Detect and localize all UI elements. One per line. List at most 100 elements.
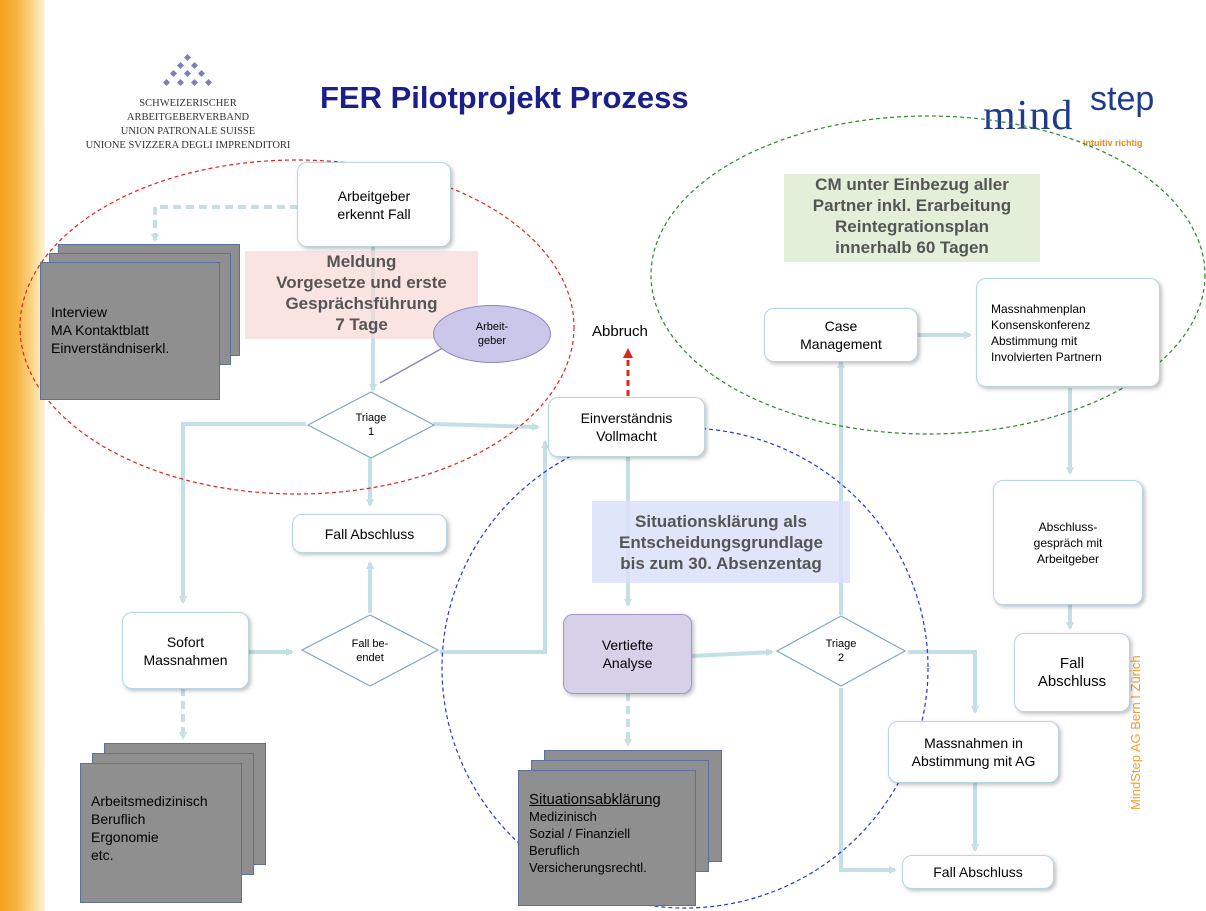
edge-fallbeendet-to-einverstaendnis xyxy=(440,440,549,654)
doc-situation-line4: Versicherungsrechtl. xyxy=(529,860,647,875)
note-situation: Situationsklärung als Entscheidungsgrund… xyxy=(592,501,850,583)
brand-word-mind: mind xyxy=(983,93,1074,139)
note-cm: CM unter Einbezug aller Partner inkl. Er… xyxy=(784,174,1040,262)
node-triage-2[interactable]: Triage 2 xyxy=(775,614,907,688)
node-fall-abschluss-3[interactable]: Fall Abschluss xyxy=(902,855,1054,889)
mindstep-logo: mind step intuitiv richtig xyxy=(975,80,1185,150)
doc-situation-line1: Medizinisch xyxy=(529,809,597,824)
node-fall-beendet-line1: Fall be- xyxy=(351,637,389,650)
doc-situation-line3: Beruflich xyxy=(529,843,580,858)
node-fall-abschluss-1[interactable]: Fall Abschluss xyxy=(292,514,447,553)
node-einverstaendnis-line2: Vollmacht xyxy=(596,428,657,444)
doc-interview-front: Interview MA Kontaktblatt Einverständnis… xyxy=(40,262,220,400)
arbeitgeber-callout-bubble: Arbeit- geber xyxy=(433,305,551,363)
node-triage-2-line1: Triage xyxy=(825,638,857,650)
edge-triage1-to-einverstaendnis xyxy=(432,422,540,431)
doc-situation-line2: Sozial / Finanziell xyxy=(529,826,631,841)
edge-triage2-to-massnahmenag xyxy=(908,650,979,714)
doc-interview-line1: Interview xyxy=(51,304,108,320)
doc-arbeitsmed-stack[interactable]: Arbeitsmedizinisch Beruflich Ergonomie e… xyxy=(80,743,270,911)
doc-situationsabklaerung-stack[interactable]: Situationsabklärung Medizinisch Sozial /… xyxy=(518,750,728,910)
edge-arbeitgeber-to-interview xyxy=(151,205,298,242)
fall-beendet-diamond-shape xyxy=(300,614,440,687)
edge-triage2-to-fallabschluss3 xyxy=(839,688,897,874)
node-arbeitgeber-line2: erkennt Fall xyxy=(337,205,411,222)
doc-interview-line3: Einverständniserkl. xyxy=(51,340,170,356)
bubble-line2: geber xyxy=(477,335,507,347)
note-cm-line3: Reintegrationsplan xyxy=(835,217,989,236)
doc-arbeitsmed-line3: Ergonomie xyxy=(91,829,159,845)
note-cm-line2: Partner inkl. Erarbeitung xyxy=(812,196,1012,215)
node-triage-2-line2: 2 xyxy=(837,652,845,664)
phase1-ellipse xyxy=(19,159,575,495)
node-fall-abschluss-2-line2: Abschluss xyxy=(1037,672,1107,690)
node-arbeitgeber[interactable]: Arbeitgeber erkennt Fall xyxy=(297,162,451,247)
node-einverstaendnis-line1: Einverständnis xyxy=(580,410,673,426)
node-vertiefte-analyse[interactable]: Vertiefte Analyse xyxy=(563,614,692,694)
node-vertiefte-line1: Vertiefte xyxy=(601,637,654,653)
node-sofort-line1: Sofort xyxy=(166,633,205,650)
node-triage-1-line1: Triage xyxy=(355,412,387,424)
note-meldung-line1: Meldung xyxy=(326,252,397,271)
doc-interview-stack[interactable]: Interview MA Kontaktblatt Einverständnis… xyxy=(40,244,245,404)
node-abschlussgespraech-line3: Arbeitgeber xyxy=(1036,551,1100,566)
edge-triage1-to-sofort xyxy=(179,422,306,604)
orange-side-bar xyxy=(0,0,45,911)
doc-interview-line2: MA Kontaktblatt xyxy=(51,322,150,338)
node-triage-1-line2: 1 xyxy=(367,426,375,438)
node-massnahmen-ag-line1: Massnahmen in xyxy=(924,735,1023,751)
node-fall-beendet[interactable]: Fall be- endet xyxy=(300,613,440,688)
node-vertiefte-line2: Analyse xyxy=(602,655,653,671)
note-situation-line1: Situationsklärung als xyxy=(635,512,807,531)
node-fall-abschluss-2-line1: Fall xyxy=(1059,654,1085,672)
doc-arbeitsmed-line1: Arbeitsmedizinisch xyxy=(91,793,208,809)
node-triage-1[interactable]: Triage 1 xyxy=(306,390,436,460)
node-massnahmen-ag-line2: Abstimmung mit AG xyxy=(911,753,1036,769)
doc-arbeitsmed-front: Arbeitsmedizinisch Beruflich Ergonomie e… xyxy=(80,763,242,903)
node-case-mgmt-line2: Management xyxy=(800,336,882,352)
node-abschlussgespraech-line2: gespräch mit xyxy=(1033,535,1103,550)
note-cm-line1: CM unter Einbezug aller xyxy=(815,175,1009,194)
brand-word-step: step xyxy=(1090,80,1155,118)
node-fall-abschluss-1-label: Fall Abschluss xyxy=(324,525,415,542)
node-fall-abschluss-3-label: Fall Abschluss xyxy=(933,864,1023,880)
node-massnahmenplan-line2: Konsenskonferenz xyxy=(991,317,1091,332)
doc-arbeitsmed-line4: etc. xyxy=(91,847,114,863)
association-name-de: SCHWEIZERISCHER ARBEITGEBERVERBAND xyxy=(126,98,250,123)
node-sofort-line2: Massnahmen xyxy=(143,651,228,668)
note-situation-line3: bis zum 30. Absenzentag xyxy=(620,554,822,573)
association-name-it: UNIONE SVIZZERA DEGLI IMPRENDITORI xyxy=(85,140,291,151)
node-abschlussgespraech[interactable]: Abschluss- gespräch mit Arbeitgeber xyxy=(993,480,1143,605)
note-meldung-line4: 7 Tage xyxy=(335,315,388,334)
node-abbruch[interactable]: Abbruch xyxy=(592,323,648,340)
phase2-ellipse xyxy=(650,115,1206,435)
node-fall-abschluss-2[interactable]: Fall Abschluss xyxy=(1014,633,1130,712)
node-case-mgmt-line1: Case xyxy=(824,318,858,334)
note-meldung-line2: Vorgesetze und erste xyxy=(276,273,447,292)
node-case-management[interactable]: Case Management xyxy=(764,308,918,362)
node-einverstaendnis[interactable]: Einverständnis Vollmacht xyxy=(548,397,705,457)
association-name-fr: UNION PATRONALE SUISSE xyxy=(120,126,256,137)
triage-1-diamond-shape xyxy=(306,391,436,459)
node-arbeitgeber-line1: Arbeitgeber xyxy=(337,187,411,204)
diamond-cluster-logo xyxy=(84,53,292,93)
doc-arbeitsmed-line2: Beruflich xyxy=(91,811,146,827)
note-meldung-line3: Gesprächsführung xyxy=(285,294,438,313)
triage-2-diamond-shape xyxy=(775,615,907,687)
node-massnahmenplan-line3: Abstimmung mit xyxy=(991,333,1078,348)
node-massnahmenplan-line4: Involvierten Partnern xyxy=(991,349,1102,364)
edge-bubble-pointer xyxy=(379,344,449,384)
page-title: FER Pilotprojekt Prozess xyxy=(320,80,689,115)
node-massnahmenplan[interactable]: Massnahmenplan Konsenskonferenz Abstimmu… xyxy=(976,278,1160,387)
node-massnahmenplan-line1: Massnahmenplan xyxy=(991,301,1086,316)
node-fall-beendet-line2: endet xyxy=(356,651,384,664)
node-abschlussgespraech-line1: Abschluss- xyxy=(1038,519,1098,534)
association-logo-block: SCHWEIZERISCHER ARBEITGEBERVERBAND UNION… xyxy=(84,53,292,153)
node-massnahmen-ag[interactable]: Massnahmen in Abstimmung mit AG xyxy=(888,721,1059,783)
node-sofort-massnahmen[interactable]: Sofort Massnahmen xyxy=(122,612,249,689)
note-situation-line2: Entscheidungsgrundlage xyxy=(618,533,824,552)
edge-vertiefte-to-triage2 xyxy=(691,648,774,658)
note-cm-line4: innerhalb 60 Tagen xyxy=(835,238,989,257)
doc-situation-heading: Situationsabklärung xyxy=(529,791,661,808)
brand-tagline: intuitiv richtig xyxy=(1083,138,1143,148)
